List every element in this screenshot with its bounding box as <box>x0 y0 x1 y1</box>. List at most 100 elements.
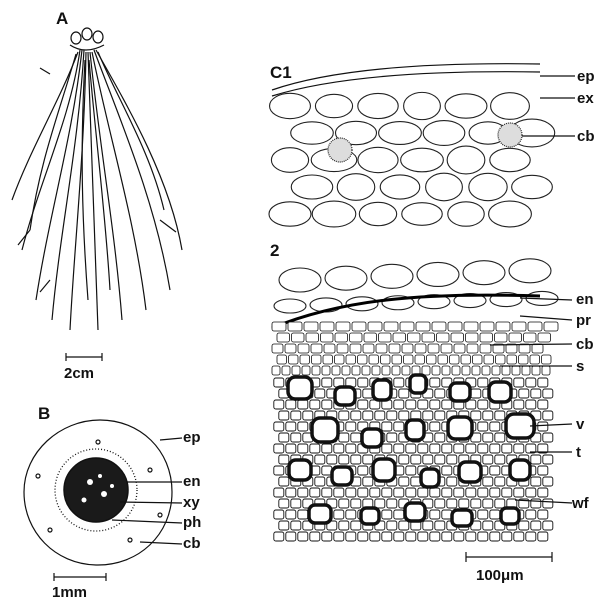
matrix-cell <box>298 510 308 519</box>
small-cell <box>404 355 414 364</box>
matrix-cell <box>322 488 332 497</box>
matrix-cell <box>279 411 289 420</box>
small-cell <box>451 333 464 342</box>
matrix-cell <box>322 444 332 453</box>
matrix-cell <box>274 378 284 387</box>
small-cell <box>312 366 320 375</box>
matrix-cell <box>298 422 308 431</box>
panel-a-label: A <box>56 9 68 28</box>
small-cell <box>492 366 500 375</box>
matrix-cell <box>370 532 380 541</box>
vessel <box>312 418 338 442</box>
vessel <box>332 467 352 485</box>
matrix-cell <box>394 488 404 497</box>
panel-b-label: B <box>38 404 50 423</box>
cortex-cell <box>358 93 398 118</box>
matrix-cell <box>430 444 440 453</box>
matrix-cell <box>394 532 404 541</box>
matrix-cell <box>322 378 332 387</box>
matrix-cell <box>286 422 296 431</box>
cortex-cell <box>315 94 352 117</box>
small-cell <box>480 333 493 342</box>
cortex-cell <box>312 201 356 227</box>
matrix-cell <box>502 444 512 453</box>
matrix-cell <box>538 532 548 541</box>
small-cell <box>346 355 356 364</box>
label-c2-cb: cb <box>576 336 594 353</box>
matrix-cell <box>394 444 404 453</box>
scale-bar-b: 1mm <box>52 573 106 601</box>
matrix-cell <box>298 400 308 409</box>
small-cell <box>528 322 542 331</box>
matrix-cell <box>382 532 392 541</box>
matrix-cell <box>435 499 445 508</box>
matrix-cell <box>406 444 416 453</box>
matrix-cell <box>334 532 344 541</box>
small-cell <box>300 355 310 364</box>
small-cell <box>324 344 335 353</box>
matrix-cell <box>387 411 397 420</box>
small-cell <box>368 322 382 331</box>
root-bundle-drawing <box>12 28 182 330</box>
small-cell <box>462 366 470 375</box>
small-cell <box>285 344 296 353</box>
small-cell <box>472 366 480 375</box>
cortex-cell <box>358 147 398 172</box>
small-cell <box>496 355 506 364</box>
matrix-cell <box>315 477 325 486</box>
matrix-cell <box>327 455 337 464</box>
cortex-cell <box>380 175 420 199</box>
matrix-cell <box>298 488 308 497</box>
matrix-cell <box>531 477 541 486</box>
matrix-cell <box>363 455 373 464</box>
small-cell <box>450 355 460 364</box>
label-c1-ex: ex <box>577 90 594 107</box>
matrix-cell <box>531 521 541 530</box>
small-cell <box>496 322 510 331</box>
matrix-cell <box>382 488 392 497</box>
cross-section-drawing <box>24 420 182 565</box>
cortex-cell <box>269 202 311 226</box>
small-cell <box>332 366 340 375</box>
small-cell <box>415 355 425 364</box>
small-cell <box>272 322 286 331</box>
matrix-cell <box>387 433 397 442</box>
matrix-cell <box>394 400 404 409</box>
matrix-cell <box>358 378 368 387</box>
label-c2-t: t <box>576 444 581 461</box>
matrix-cell <box>495 433 505 442</box>
matrix-cell <box>394 510 404 519</box>
vessel <box>448 417 472 439</box>
matrix-cell <box>447 499 457 508</box>
matrix-cell <box>430 400 440 409</box>
small-cell <box>432 366 440 375</box>
matrix-cell <box>435 433 445 442</box>
matrix-cell <box>466 532 476 541</box>
small-cell <box>461 355 471 364</box>
matrix-cell <box>442 400 452 409</box>
small-cell <box>519 344 530 353</box>
small-cell <box>422 333 435 342</box>
cortex-cell <box>402 203 443 226</box>
matrix-cell <box>399 521 409 530</box>
matrix-cell <box>538 422 548 431</box>
matrix-cell <box>447 477 457 486</box>
matrix-cell <box>399 411 409 420</box>
small-cell <box>352 366 360 375</box>
label-b-ep: ep <box>183 429 201 446</box>
matrix-cell <box>526 378 536 387</box>
matrix-cell <box>358 488 368 497</box>
matrix-cell <box>490 510 500 519</box>
small-cell <box>441 344 452 353</box>
small-cell <box>438 355 448 364</box>
matrix-cell <box>531 389 541 398</box>
vessel <box>288 377 312 399</box>
panel-b: B ep en xy ph cb 1m <box>24 404 201 601</box>
small-cell <box>289 355 299 364</box>
matrix-cell <box>339 433 349 442</box>
small-cell <box>362 366 370 375</box>
matrix-cell <box>495 499 505 508</box>
small-cell <box>480 322 494 331</box>
matrix-cell <box>478 444 488 453</box>
matrix-cell <box>490 422 500 431</box>
